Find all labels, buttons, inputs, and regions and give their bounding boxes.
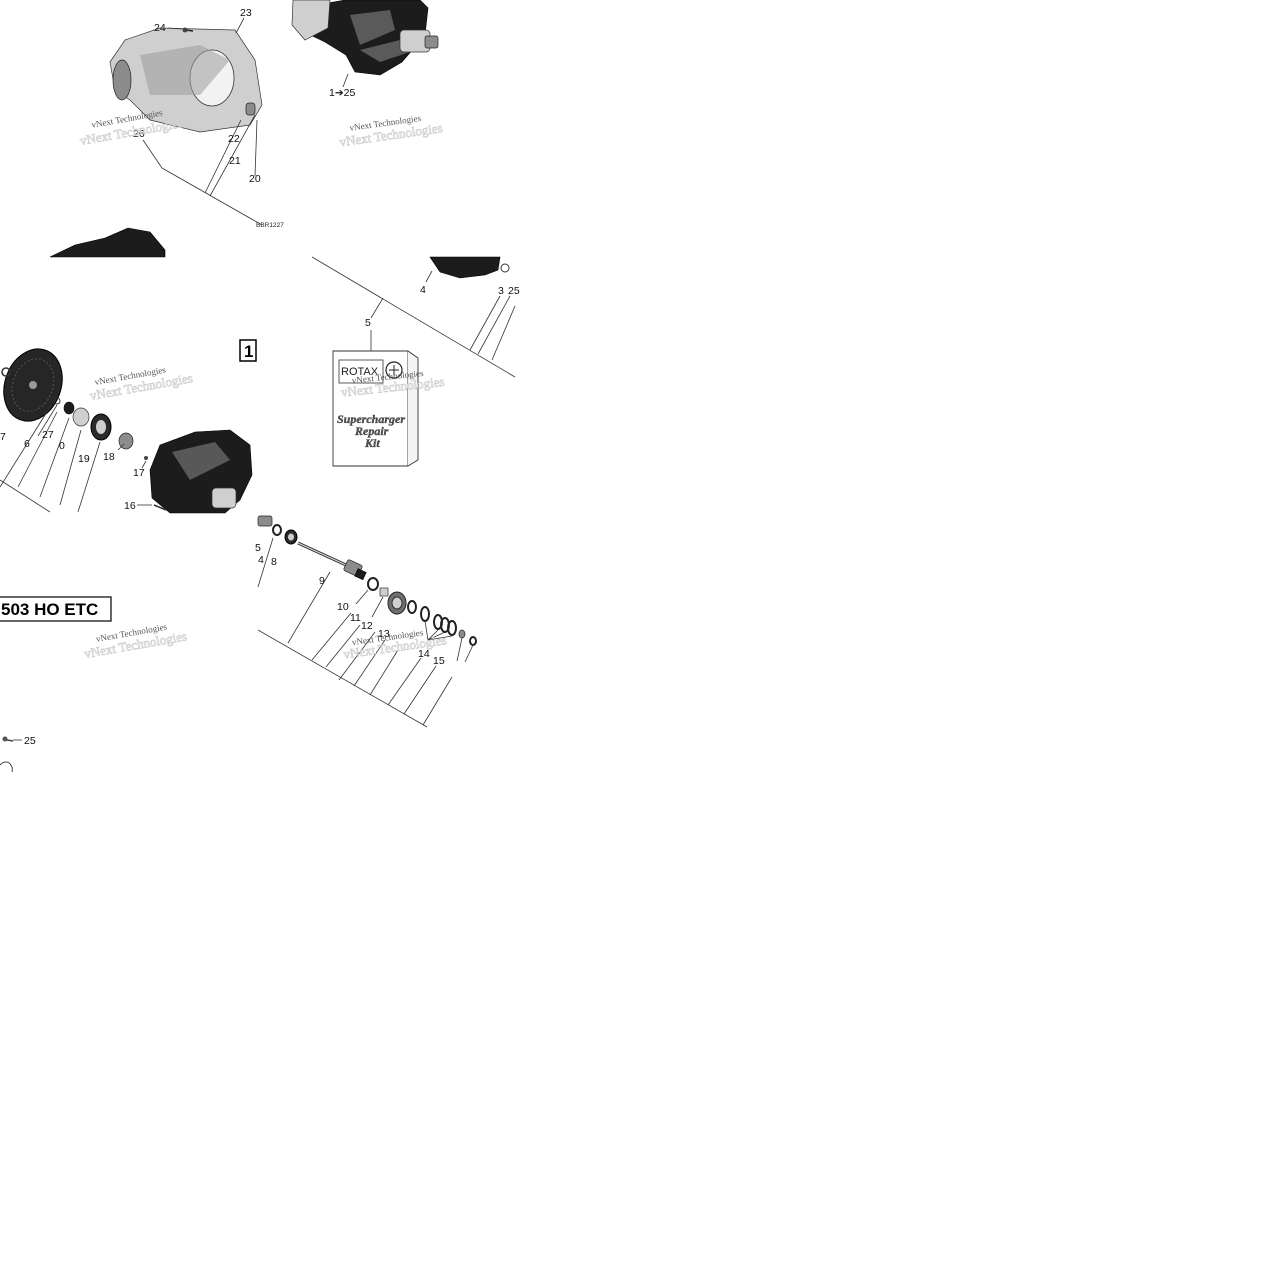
- model-label-box: [0, 596, 112, 622]
- washer-18: [53, 397, 61, 405]
- tile-1-label-box: [239, 339, 257, 362]
- callout-0: 7: [0, 431, 6, 443]
- callout-25: 16: [124, 500, 136, 512]
- repair-kit-group: 4 3 25 5 ROTAX Supercharger Repair Kit v…: [311, 256, 520, 467]
- screw-24: [182, 27, 194, 33]
- callout-3: 17: [133, 467, 145, 479]
- cap-15: [469, 636, 477, 646]
- callout-10: 11: [350, 612, 361, 624]
- kit-title-line-2: Repair: [354, 424, 389, 438]
- drawing-code: BBR1227: [256, 222, 284, 229]
- housing-edge-right: [429, 256, 501, 279]
- spacer-10: [379, 587, 389, 597]
- callout-24: 24: [154, 22, 166, 34]
- shaft-end: [257, 515, 273, 527]
- seal-13a: [420, 606, 430, 622]
- watermark-2: vNext Technologies vNext Technologies: [338, 113, 444, 150]
- callout-8: 9: [319, 575, 325, 587]
- housing-rib-2: [360, 40, 410, 62]
- washer-12: [407, 600, 417, 614]
- callout-11: 12: [361, 620, 373, 632]
- shaft-spline: [424, 35, 439, 49]
- cover-shadow: [140, 45, 230, 95]
- impeller-side-group: 1 7 6 27 0 19 18 17 16 vNext Technologie…: [0, 227, 257, 514]
- repair-kit-box: ROTAX Supercharger Repair Kit: [332, 350, 419, 467]
- supercharger-assembly-group: 1➔25 vNext Technologies vNext Technologi…: [291, 0, 444, 150]
- callout-4-lower: 8: [271, 556, 277, 568]
- callout-23: 23: [240, 7, 252, 19]
- callout-19: 6: [24, 438, 30, 450]
- housing-cover-group: 24 23 26 22 21 20 BBR1227 vNext Technolo…: [78, 7, 284, 229]
- bearing-4-inner: [96, 420, 106, 434]
- seal-16: [72, 407, 90, 427]
- screw-25-lower: [2, 736, 14, 742]
- bushing-22: [245, 102, 256, 116]
- callout-22: 22: [228, 133, 240, 145]
- impeller-disc: [3, 348, 63, 422]
- fitting-partial: [0, 761, 13, 773]
- callout-2: 4: [420, 284, 426, 296]
- callout-13: 14: [418, 648, 430, 660]
- kit-title-line-3: Kit: [364, 436, 380, 450]
- callout-12: 13: [378, 628, 390, 640]
- outlet-tube: [112, 59, 132, 101]
- callout-14: 15: [433, 655, 445, 667]
- watermark-3: vNext Technologies vNext Technologies: [88, 365, 194, 404]
- callout-5a: 5: [255, 542, 261, 554]
- shaft-assembly-group: 5 4 8 9 10 11 12 13 14 15 vNext Technolo…: [255, 515, 477, 728]
- small-ring: [1, 367, 11, 377]
- washer-5: [272, 524, 282, 536]
- tile-1-label: 1: [244, 342, 253, 361]
- callout-18: 27: [42, 429, 54, 441]
- gear-11: [387, 591, 407, 615]
- housing-inlet: [291, 0, 331, 41]
- drive-shaft-8: [297, 541, 367, 581]
- ring-9: [367, 577, 379, 591]
- housing-edge-top: [49, 227, 166, 258]
- housing-rib-1: [350, 10, 395, 45]
- model-group: 503 HO ETC 25 vNext Technologies vNext T…: [0, 596, 189, 773]
- callout-6: 25: [508, 285, 520, 297]
- callout-16: 19: [78, 453, 90, 465]
- callout-9: 10: [337, 601, 349, 613]
- pin-3: [144, 456, 148, 460]
- callout-21: 21: [229, 155, 241, 167]
- callout-1-25: 1➔25: [329, 87, 355, 99]
- nut-17: [63, 401, 75, 415]
- callout-5b: 4: [258, 554, 264, 566]
- callout-26: 26: [133, 128, 145, 140]
- bearing-4-lower-inner: [288, 533, 294, 541]
- callout-27: 5: [365, 317, 371, 329]
- bolt-7: [500, 263, 510, 273]
- callout-17: 0: [59, 440, 65, 452]
- callout-4: 18: [103, 451, 115, 463]
- nut-14: [458, 629, 466, 639]
- callout-7: 3: [498, 285, 504, 297]
- seal-13d: [447, 620, 457, 636]
- watermark-5: vNext Technologies vNext Technologies: [83, 621, 189, 661]
- model-label: 503 HO ETC: [1, 600, 98, 619]
- housing-lower-rib: [172, 442, 230, 480]
- callout-25-lower: 25: [24, 735, 36, 747]
- housing-lower-boss: [211, 487, 237, 509]
- callout-20: 20: [249, 173, 261, 185]
- kit-title-line-1: Supercharger: [337, 412, 405, 426]
- screw-25: [153, 504, 167, 511]
- kit-brand: ROTAX: [341, 366, 379, 378]
